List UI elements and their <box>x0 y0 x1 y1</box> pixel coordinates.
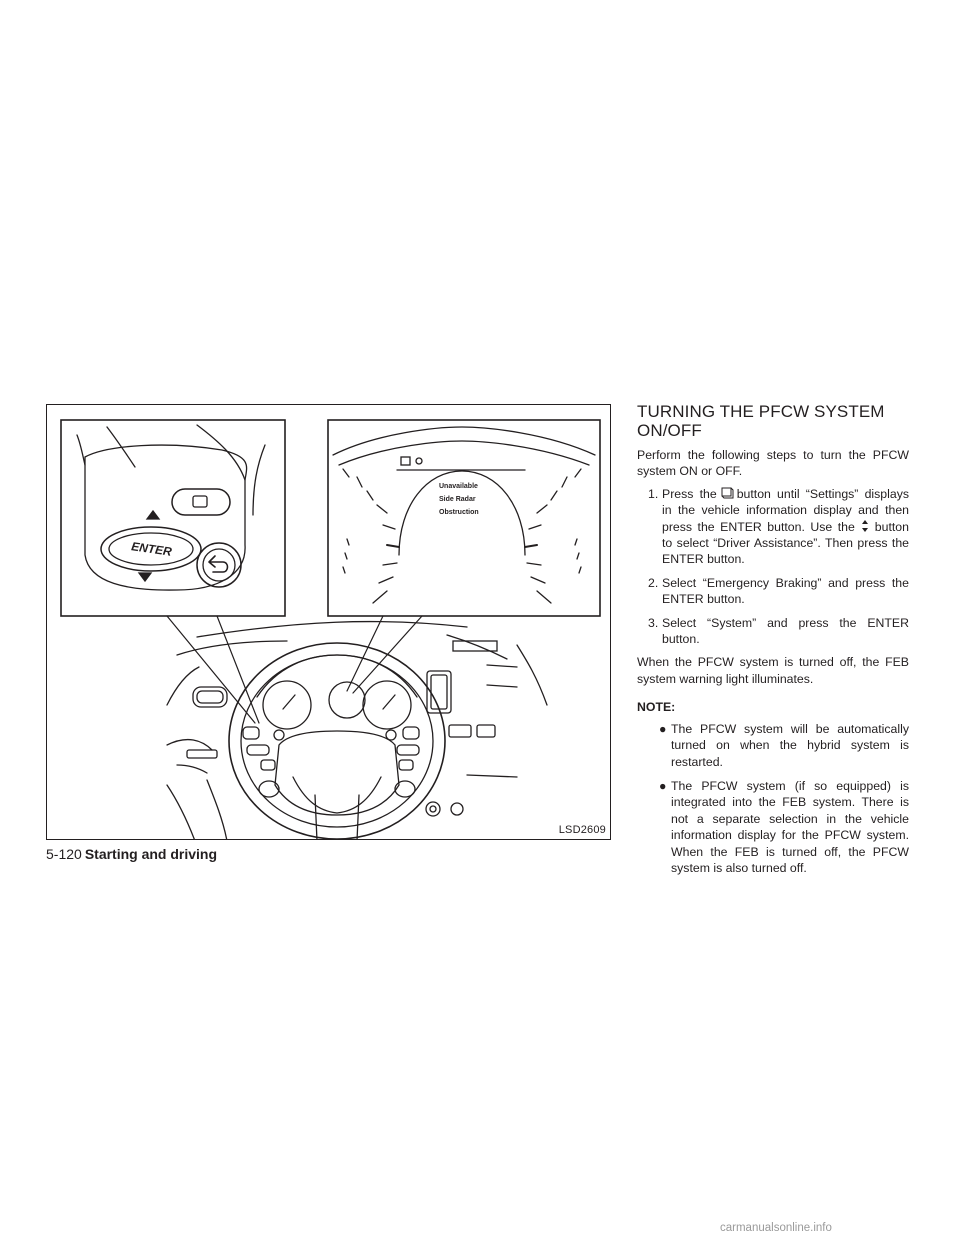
step-3: 3. Select “System” and press the ENTER b… <box>637 615 909 648</box>
step-text: Select “System” and press the ENTER butt… <box>662 615 909 647</box>
after-steps-paragraph: When the PFCW system is turned off, the … <box>637 655 909 686</box>
step-number: 1. <box>648 486 659 501</box>
heading-line-1: TURNING THE PFCW SYSTEM <box>637 402 885 421</box>
step-2: 2. Select “Emergency Braking” and press … <box>637 575 909 608</box>
step-text: Select “Emergency Braking” and press the… <box>662 575 909 607</box>
bullet-icon: ● <box>659 778 667 793</box>
bullet-icon: ● <box>659 721 667 736</box>
note-title: NOTE: <box>637 700 676 715</box>
note-text: The PFCW system (if so equipped) is inte… <box>671 778 909 875</box>
enter-button-label: ENTER <box>130 539 173 559</box>
watermark-text: carmanualsonline.info <box>720 1222 832 1234</box>
step-text: button until “Settings” displays in the … <box>662 486 909 534</box>
meter-inset-frame <box>327 419 601 617</box>
section-title: Starting and driving <box>84 846 218 862</box>
illustration-figure: ENTER Unavailable Side Radar Obstruction… <box>46 404 611 840</box>
meter-display-line-3: Obstruction <box>439 509 479 516</box>
up-down-button-icon <box>861 519 868 532</box>
figure-id-label: LSD2609 <box>558 824 606 836</box>
section-heading: TURNING THE PFCW SYSTEM ON/OFF <box>637 402 909 440</box>
page-number: 5-120 <box>46 846 82 862</box>
note-text: The PFCW system will be automatically tu… <box>671 721 909 769</box>
step-number: 2. <box>648 575 659 590</box>
note-item: ● The PFCW system will be automatically … <box>637 721 909 770</box>
heading-line-2: ON/OFF <box>637 421 702 440</box>
note-item: ● The PFCW system (if so equipped) is in… <box>637 778 909 876</box>
step-text: Press the <box>662 486 717 501</box>
switch-inset-frame <box>60 419 286 617</box>
menu-button-icon <box>721 487 734 499</box>
intro-paragraph: Perform the following steps to turn the … <box>637 448 909 479</box>
meter-display-line-2: Side Radar <box>439 496 476 503</box>
step-text: button to select “Driver Assistance”. Th… <box>662 519 909 567</box>
text-column: TURNING THE PFCW SYSTEM ON/OFF Perform t… <box>637 402 909 884</box>
steering-wheel-illustration: ENTER Unavailable Side Radar Obstruction <box>60 419 601 839</box>
step-number: 3. <box>648 615 659 630</box>
meter-display-line-1: Unavailable <box>439 483 478 490</box>
